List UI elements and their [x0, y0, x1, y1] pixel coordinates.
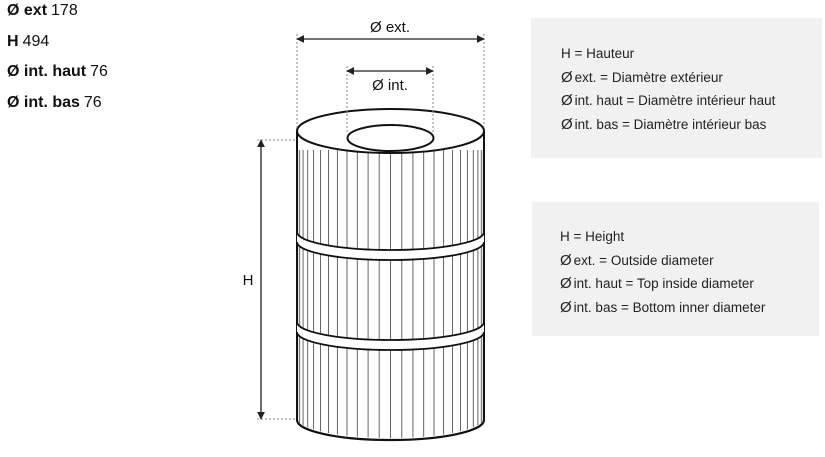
- spec-value: 76: [90, 63, 108, 80]
- diameter-symbol: Ø: [561, 92, 573, 109]
- legend-text: int. bas = Bottom inner diameter: [573, 299, 766, 315]
- int-diameter-label: Ø int.: [372, 77, 408, 94]
- spec-value: 178: [51, 2, 78, 19]
- band: [297, 322, 484, 350]
- inner-hole: [346, 124, 435, 152]
- band-edge: [296, 331, 485, 351]
- spec-value: 494: [22, 32, 50, 50]
- cylinder-body: [295, 130, 486, 442]
- ext-diameter-label: Ø ext.: [370, 19, 410, 36]
- spec-label: H: [7, 32, 19, 50]
- legend-text: int. haut = Diamètre intérieur haut: [574, 93, 776, 108]
- diameter-symbol: Ø: [561, 68, 573, 86]
- legend-line: H = Height: [560, 229, 625, 244]
- diameter-symbol: Ø: [560, 275, 572, 292]
- spec-label: Ø int. bas: [7, 93, 80, 111]
- diameter-symbol: Ø: [561, 115, 573, 133]
- band-edge: [296, 241, 485, 261]
- legend-text: ext. = Outside diameter: [573, 252, 714, 268]
- diameter-symbol: Ø: [560, 298, 572, 316]
- height-label: H: [243, 272, 254, 289]
- legend-line: H = Hauteur: [561, 46, 635, 61]
- spec-value: 76: [83, 93, 102, 111]
- diameter-symbol: Ø: [560, 251, 572, 269]
- legend-text: ext. = Diamètre extérieur: [574, 69, 723, 85]
- band: [297, 232, 484, 260]
- cylinder-top-cap: [296, 108, 485, 154]
- spec-label: Ø int. haut: [7, 63, 87, 80]
- filter-pleats: [297, 150, 484, 438]
- filter-bands: [296, 231, 485, 351]
- band-edge: [296, 231, 485, 251]
- spec-label: Ø ext: [7, 2, 48, 19]
- legend-text: int. bas = Diamètre intérieur bas: [574, 116, 767, 132]
- legend-text: int. haut = Top inside diameter: [573, 276, 754, 291]
- dimension-guides: [257, 34, 485, 420]
- band-edge: [296, 321, 485, 341]
